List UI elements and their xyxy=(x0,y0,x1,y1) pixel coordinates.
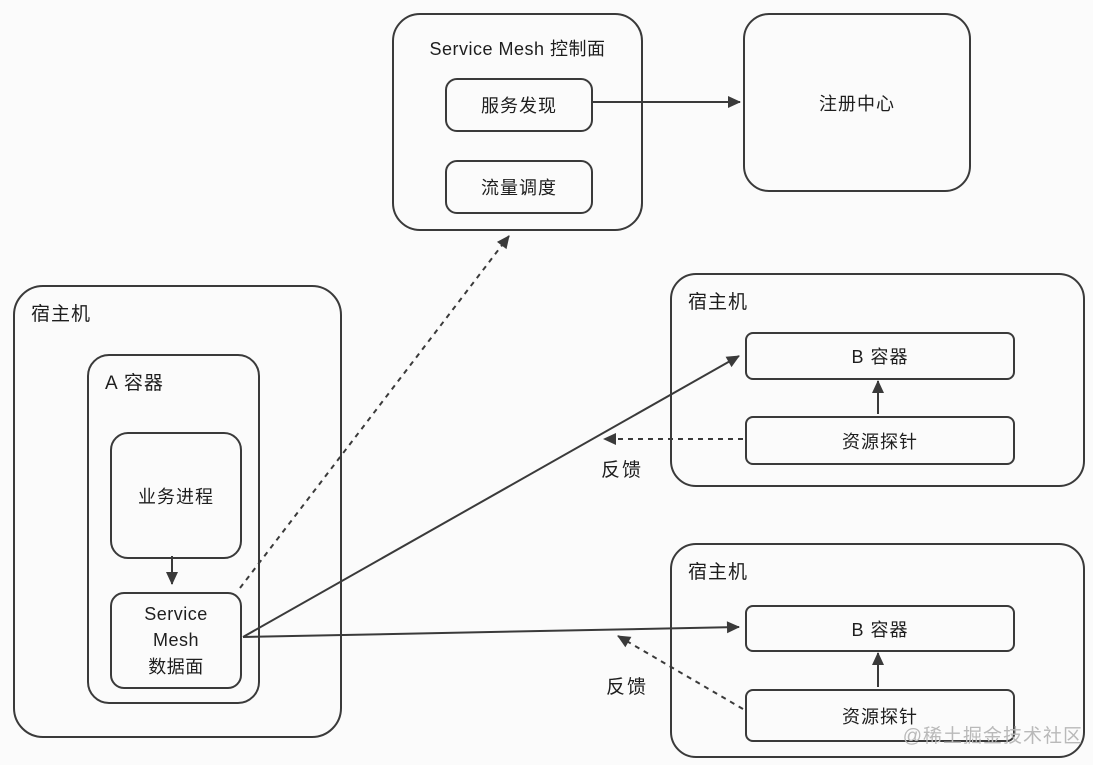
watermark-text: @稀土掘金技术社区 xyxy=(902,726,1083,747)
container-a-label: A 容器 xyxy=(105,373,164,394)
container-b1-box: B 容器 xyxy=(745,332,1015,380)
host-b1-label: 宿主机 xyxy=(688,292,749,313)
host-a-box: 宿主机 A 容器 业务进程 Service Mesh 数据面 xyxy=(13,285,342,738)
host-a-label: 宿主机 xyxy=(31,304,92,325)
host-b1-box: 宿主机 B 容器 资源探针 xyxy=(670,273,1085,487)
service-discovery-box: 服务发现 xyxy=(445,78,593,132)
traffic-scheduling-label: 流量调度 xyxy=(481,178,557,198)
probe-b1-box: 资源探针 xyxy=(745,416,1015,465)
control-plane-label: Service Mesh 控制面 xyxy=(429,39,606,59)
container-b1-label: B 容器 xyxy=(851,347,909,367)
probe-b1-label: 资源探针 xyxy=(842,431,918,452)
container-a-box: A 容器 业务进程 Service Mesh 数据面 xyxy=(87,354,260,704)
host-b2-label: 宿主机 xyxy=(688,562,749,583)
container-b2-box: B 容器 xyxy=(745,605,1015,652)
traffic-scheduling-box: 流量调度 xyxy=(445,160,593,214)
registry-box: 注册中心 xyxy=(743,13,971,192)
feedback-2-label: 反馈 xyxy=(606,677,649,698)
control-plane-box: Service Mesh 控制面 服务发现 流量调度 xyxy=(392,13,643,231)
feedback-1-label: 反馈 xyxy=(601,460,644,481)
data-plane-label: Service Mesh 数据面 xyxy=(144,604,208,677)
container-b2-label: B 容器 xyxy=(851,619,909,640)
service-discovery-label: 服务发现 xyxy=(481,96,557,116)
probe-b2-label: 资源探针 xyxy=(842,706,918,727)
data-plane-box: Service Mesh 数据面 xyxy=(110,592,242,689)
business-process-label: 业务进程 xyxy=(138,486,214,507)
business-process-box: 业务进程 xyxy=(110,432,242,559)
probe-b2-box: 资源探针 xyxy=(745,689,1015,742)
registry-label: 注册中心 xyxy=(819,93,895,114)
